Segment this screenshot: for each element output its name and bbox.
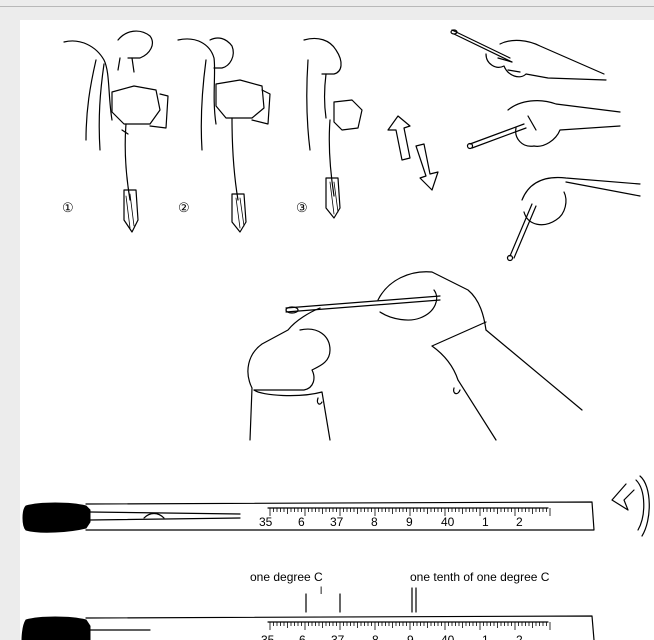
step-number-3: ③	[296, 201, 308, 216]
thermometer-bottom-ticks	[270, 622, 550, 630]
step-three-illustration	[304, 38, 362, 218]
step-number-1: ①	[62, 201, 74, 216]
bottom-scale-label-2: 2	[516, 633, 523, 640]
thermometer-top	[23, 502, 594, 532]
bottom-scale-label-9: 9	[407, 633, 414, 640]
hand-holding-thermometer-middle	[468, 101, 621, 149]
top-scale-label-8: 8	[371, 515, 378, 529]
top-scale-label-37: 37	[330, 515, 344, 529]
hand-holding-thermometer-top	[451, 30, 606, 80]
top-scale-label-9: 9	[406, 515, 413, 529]
bottom-scale-label-40: 40	[441, 633, 455, 640]
one-degree-label: one degree C	[250, 570, 323, 584]
hand-holding-thermometer-bottom	[508, 178, 641, 261]
bottom-scale-label-35: 35	[261, 633, 275, 640]
one-tenth-degree-label: one tenth of one degree C	[410, 570, 549, 584]
thermometer-top-scale-labels: 35 6 37 8 9 40 1 2	[259, 515, 523, 529]
bottom-scale-label-6: 6	[299, 633, 306, 640]
bottom-scale-label-1: 1	[482, 633, 489, 640]
bottom-scale-label-37: 37	[331, 633, 345, 640]
top-scale-label-40: 40	[441, 515, 455, 529]
step-one-illustration	[64, 31, 168, 232]
top-scale-label-6: 6	[298, 515, 305, 529]
thermometer-bottom: l	[22, 586, 594, 640]
hands-reading-thermometer	[248, 272, 582, 440]
bottom-scale-label-8: 8	[372, 633, 379, 640]
up-down-arrows-icon	[388, 116, 438, 190]
step-number-2: ②	[178, 201, 190, 216]
top-scale-label-2: 2	[516, 515, 523, 529]
top-scale-label-35: 35	[259, 515, 273, 529]
rotate-arrow-icon	[612, 476, 649, 536]
thermometer-bottom-scale-labels: 35 6 37 8 9 40 1 2	[261, 633, 523, 640]
top-scale-label-1: 1	[482, 515, 489, 529]
step-two-illustration	[178, 38, 270, 232]
one-degree-bracket-mark: l	[320, 586, 322, 597]
